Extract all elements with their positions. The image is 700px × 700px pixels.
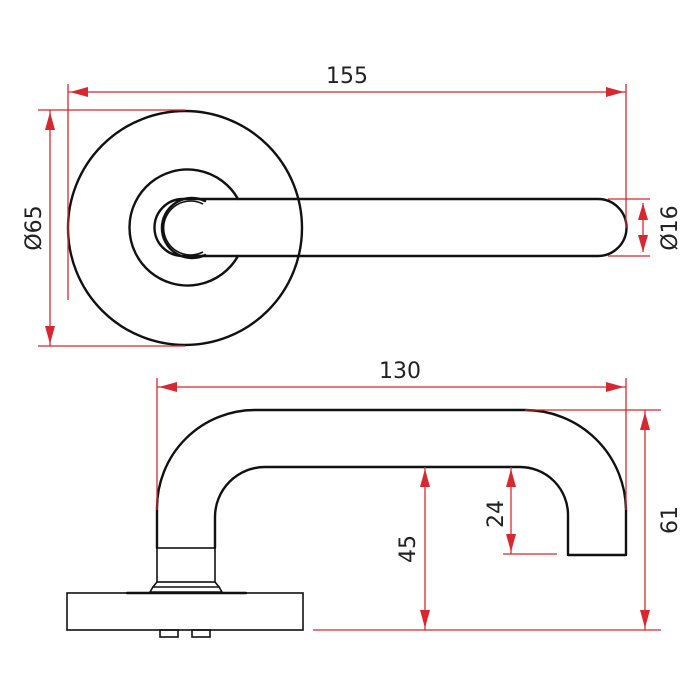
lever-collar xyxy=(125,547,248,595)
neck-ring-outer xyxy=(160,196,207,260)
dimension-label-155: 155 xyxy=(326,64,368,89)
neck-ring-middle xyxy=(162,200,204,256)
top-view: 155 Ø65 Ø16 xyxy=(22,64,683,347)
dimension-45: 45 xyxy=(396,467,430,630)
lever-body xyxy=(153,197,628,258)
dimension-label-61: 61 xyxy=(658,506,683,534)
rose-base-plate xyxy=(66,592,304,631)
fixing-pins xyxy=(159,629,211,638)
rose-outer-circle xyxy=(66,109,304,347)
rose-boss-circle xyxy=(128,168,240,287)
dimension-24: 24 xyxy=(484,467,557,555)
dimension-diameter-16: Ø16 xyxy=(608,198,683,257)
dimension-61: 61 xyxy=(313,409,683,631)
dimension-diameter-65: Ø65 xyxy=(22,109,185,347)
dimension-label-45: 45 xyxy=(396,535,421,563)
dimension-130: 130 xyxy=(156,359,627,510)
dimension-label-diameter-65: Ø65 xyxy=(22,205,47,250)
dimension-155: 155 xyxy=(67,64,627,300)
dimension-label-diameter-16: Ø16 xyxy=(658,205,683,250)
lever-outer-profile xyxy=(155,408,628,557)
dimension-label-24: 24 xyxy=(484,500,509,528)
side-view: 130 61 45 24 xyxy=(66,359,683,638)
dimension-label-130: 130 xyxy=(379,359,421,384)
